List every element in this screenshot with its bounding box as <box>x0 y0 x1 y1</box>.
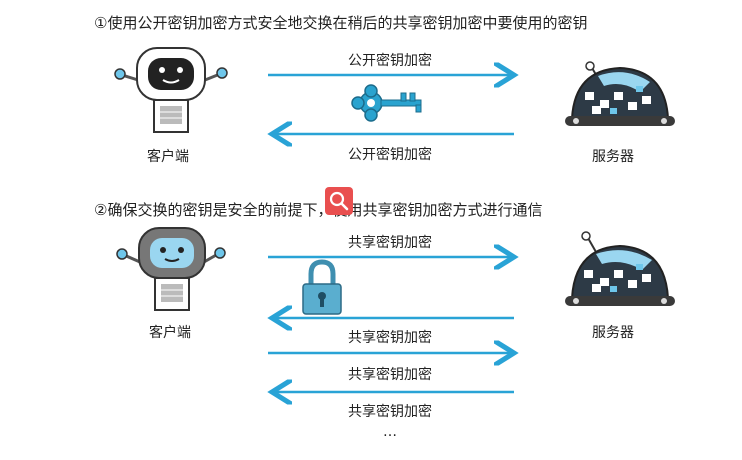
search-icon <box>329 191 349 211</box>
arrow-label-2d: 共享密钥加密 <box>348 404 432 420</box>
client-label-2: 客户端 <box>149 325 191 341</box>
client-label-1: 客户端 <box>147 149 189 165</box>
arrow-bottom-label-1: 公开密钥加密 <box>348 147 432 163</box>
search-badge[interactable] <box>325 187 353 215</box>
section2-heading: ②确保交换的密钥是安全的前提下，使用共享密钥加密方式进行通信 <box>94 201 543 219</box>
robot-server-icon <box>565 61 675 126</box>
arrow-label-2b: 共享密钥加密 <box>348 330 432 346</box>
robot-client-icon <box>114 47 228 133</box>
key-icon <box>351 84 422 122</box>
robot-client-icon-2 <box>116 227 226 311</box>
ellipsis: … <box>383 424 397 440</box>
padlock-icon <box>302 259 342 315</box>
server-label-2: 服务器 <box>592 325 634 341</box>
arrow-label-2a: 共享密钥加密 <box>348 235 432 251</box>
robot-server-icon-2 <box>565 231 675 306</box>
arrow-top-label-1: 公开密钥加密 <box>348 53 432 69</box>
server-label-1: 服务器 <box>592 149 634 165</box>
arrow-label-2c: 共享密钥加密 <box>348 367 432 383</box>
section1-heading: ①使用公开密钥加密方式安全地交换在稍后的共享密钥加密中要使用的密钥 <box>94 14 588 32</box>
